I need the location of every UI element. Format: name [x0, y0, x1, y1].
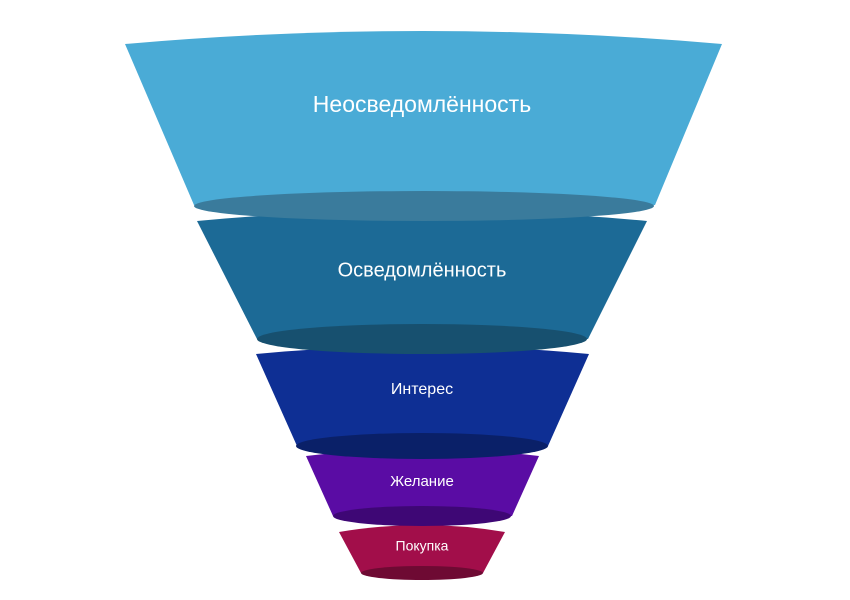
funnel-stage-desire [306, 449, 539, 526]
funnel-stage-purchase-body [339, 525, 505, 579]
funnel-stage-unawareness-bottom [194, 191, 654, 221]
funnel-stage-interest-body [256, 346, 589, 454]
funnel-stage-awareness [197, 210, 647, 354]
funnel-stage-unawareness [125, 31, 722, 221]
funnel-stage-desire-label: Желание [390, 473, 454, 490]
funnel-stage-awareness-bottom [257, 324, 587, 354]
funnel-stage-interest-bottom [296, 433, 548, 459]
funnel-stage-unawareness-label: Неосведомлённость [313, 91, 531, 117]
funnel-stage-interest [256, 346, 589, 459]
funnel-stage-interest-label: Интерес [391, 381, 453, 398]
funnel-stage-desire-bottom [333, 506, 511, 526]
funnel-stage-unawareness-body [125, 31, 722, 217]
funnel-stage-desire-body [306, 449, 539, 523]
funnel-stage-awareness-body [197, 210, 647, 349]
funnel-stage-awareness-label: Осведомлённость [338, 259, 507, 281]
funnel-stage-purchase-label: Покупка [396, 538, 449, 554]
funnel-stage-purchase [339, 525, 505, 580]
funnel-stage-purchase-bottom [361, 566, 483, 580]
